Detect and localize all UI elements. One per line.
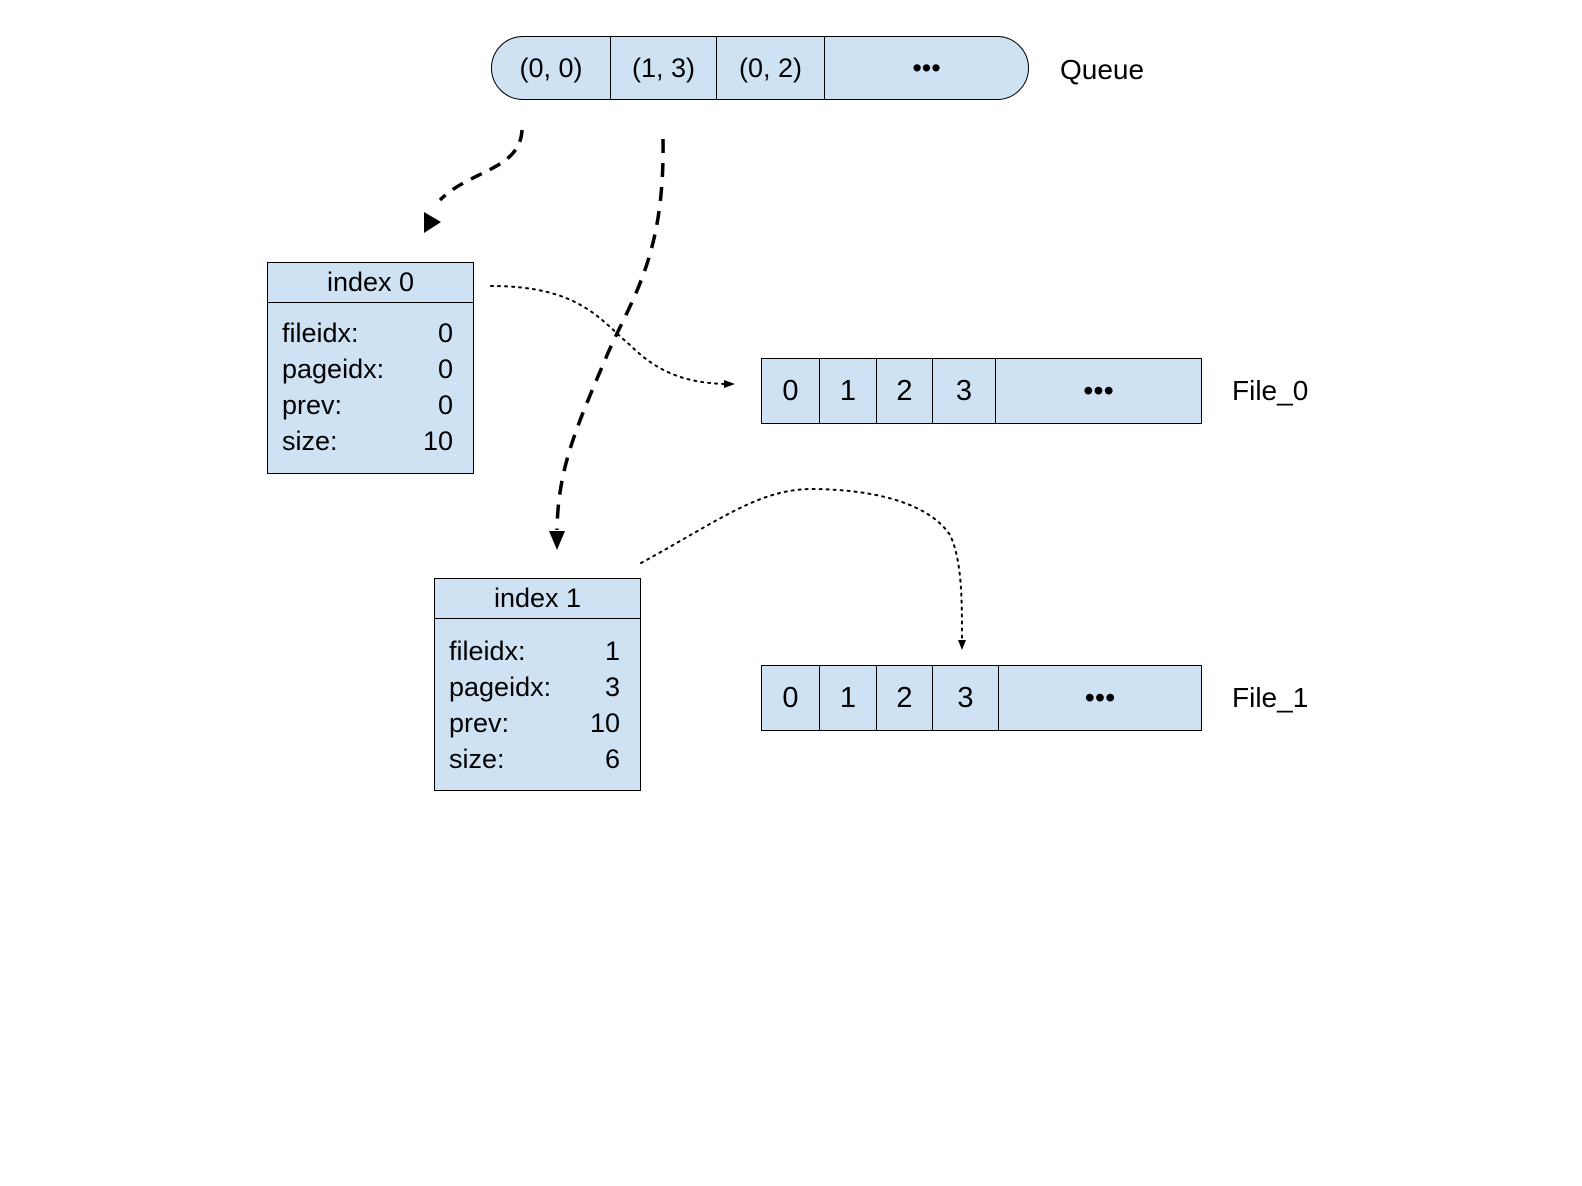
edge-queue-to-index-1 xyxy=(555,138,665,531)
arrowhead-icon xyxy=(958,640,966,650)
queue-cell: (1, 3) xyxy=(611,37,717,99)
record-index-0: index 0 fileidx: 0 pageidx: 0 prev: 0 size:… xyxy=(267,262,474,474)
record-field: size: 6 xyxy=(449,741,620,777)
file-1-array: 0 1 2 3 ••• xyxy=(761,665,1202,731)
record-field: fileidx: 0 xyxy=(282,315,453,351)
queue-cell-ellipsis: ••• xyxy=(912,52,941,83)
arrowhead-icon xyxy=(424,212,441,233)
page-cell: 0 xyxy=(762,359,820,423)
edge-index-1-to-file-1 xyxy=(640,487,963,641)
record-field: prev: 0 xyxy=(282,387,453,423)
file-0-label: File_0 xyxy=(1232,375,1309,406)
queue-cell: (0, 2) xyxy=(717,37,825,99)
queue-cell: (0, 0) xyxy=(492,37,611,99)
field-value: 0 xyxy=(437,390,453,420)
record-field: size: 10 xyxy=(282,423,453,459)
record-title: index 1 xyxy=(435,579,640,619)
field-value: 6 xyxy=(604,744,620,774)
field-name: prev: xyxy=(449,708,510,738)
field-value: 0 xyxy=(437,354,453,384)
field-name: pageidx: xyxy=(449,672,552,702)
arrowhead-icon xyxy=(724,380,735,388)
record-field: pageidx: 3 xyxy=(449,669,620,705)
field-value: 10 xyxy=(589,708,620,738)
edge-queue-to-index-0 xyxy=(438,129,524,202)
page-cell: 2 xyxy=(877,359,933,423)
field-name: size: xyxy=(449,744,505,774)
record-field: pageidx: 0 xyxy=(282,351,453,387)
field-value: 1 xyxy=(604,636,620,666)
queue-label: Queue xyxy=(1060,54,1145,85)
file-0-array: 0 1 2 3 ••• xyxy=(761,358,1202,424)
page-cell: 2 xyxy=(877,666,933,730)
record-index-1: index 1 fileidx: 1 pageidx: 3 prev: 10 size… xyxy=(434,578,641,791)
page-cell: 1 xyxy=(820,666,877,730)
field-name: fileidx: xyxy=(449,636,526,666)
field-value: 0 xyxy=(437,318,453,348)
field-name: size: xyxy=(282,426,338,456)
field-value: 3 xyxy=(604,672,620,702)
record-field: fileidx: 1 xyxy=(449,633,620,669)
page-cell: 3 xyxy=(933,666,999,730)
record-field: prev: 10 xyxy=(449,705,620,741)
file-1-label: File_1 xyxy=(1232,682,1309,713)
page-cell: 1 xyxy=(820,359,877,423)
page-cell-ellipsis: ••• xyxy=(1084,681,1116,714)
page-cell-ellipsis: ••• xyxy=(1083,374,1114,407)
field-name: pageidx: xyxy=(282,354,385,384)
arrowhead-icon xyxy=(549,531,565,550)
field-name: prev: xyxy=(282,390,343,420)
queue: (0, 0) (1, 3) (0, 2) ••• xyxy=(491,36,1029,100)
field-name: fileidx: xyxy=(282,318,359,348)
page-cell: 0 xyxy=(762,666,820,730)
edge-index-0-to-file-0 xyxy=(490,285,727,385)
field-value: 10 xyxy=(422,426,453,456)
record-title: index 0 xyxy=(268,263,473,303)
page-cell: 3 xyxy=(933,359,996,423)
